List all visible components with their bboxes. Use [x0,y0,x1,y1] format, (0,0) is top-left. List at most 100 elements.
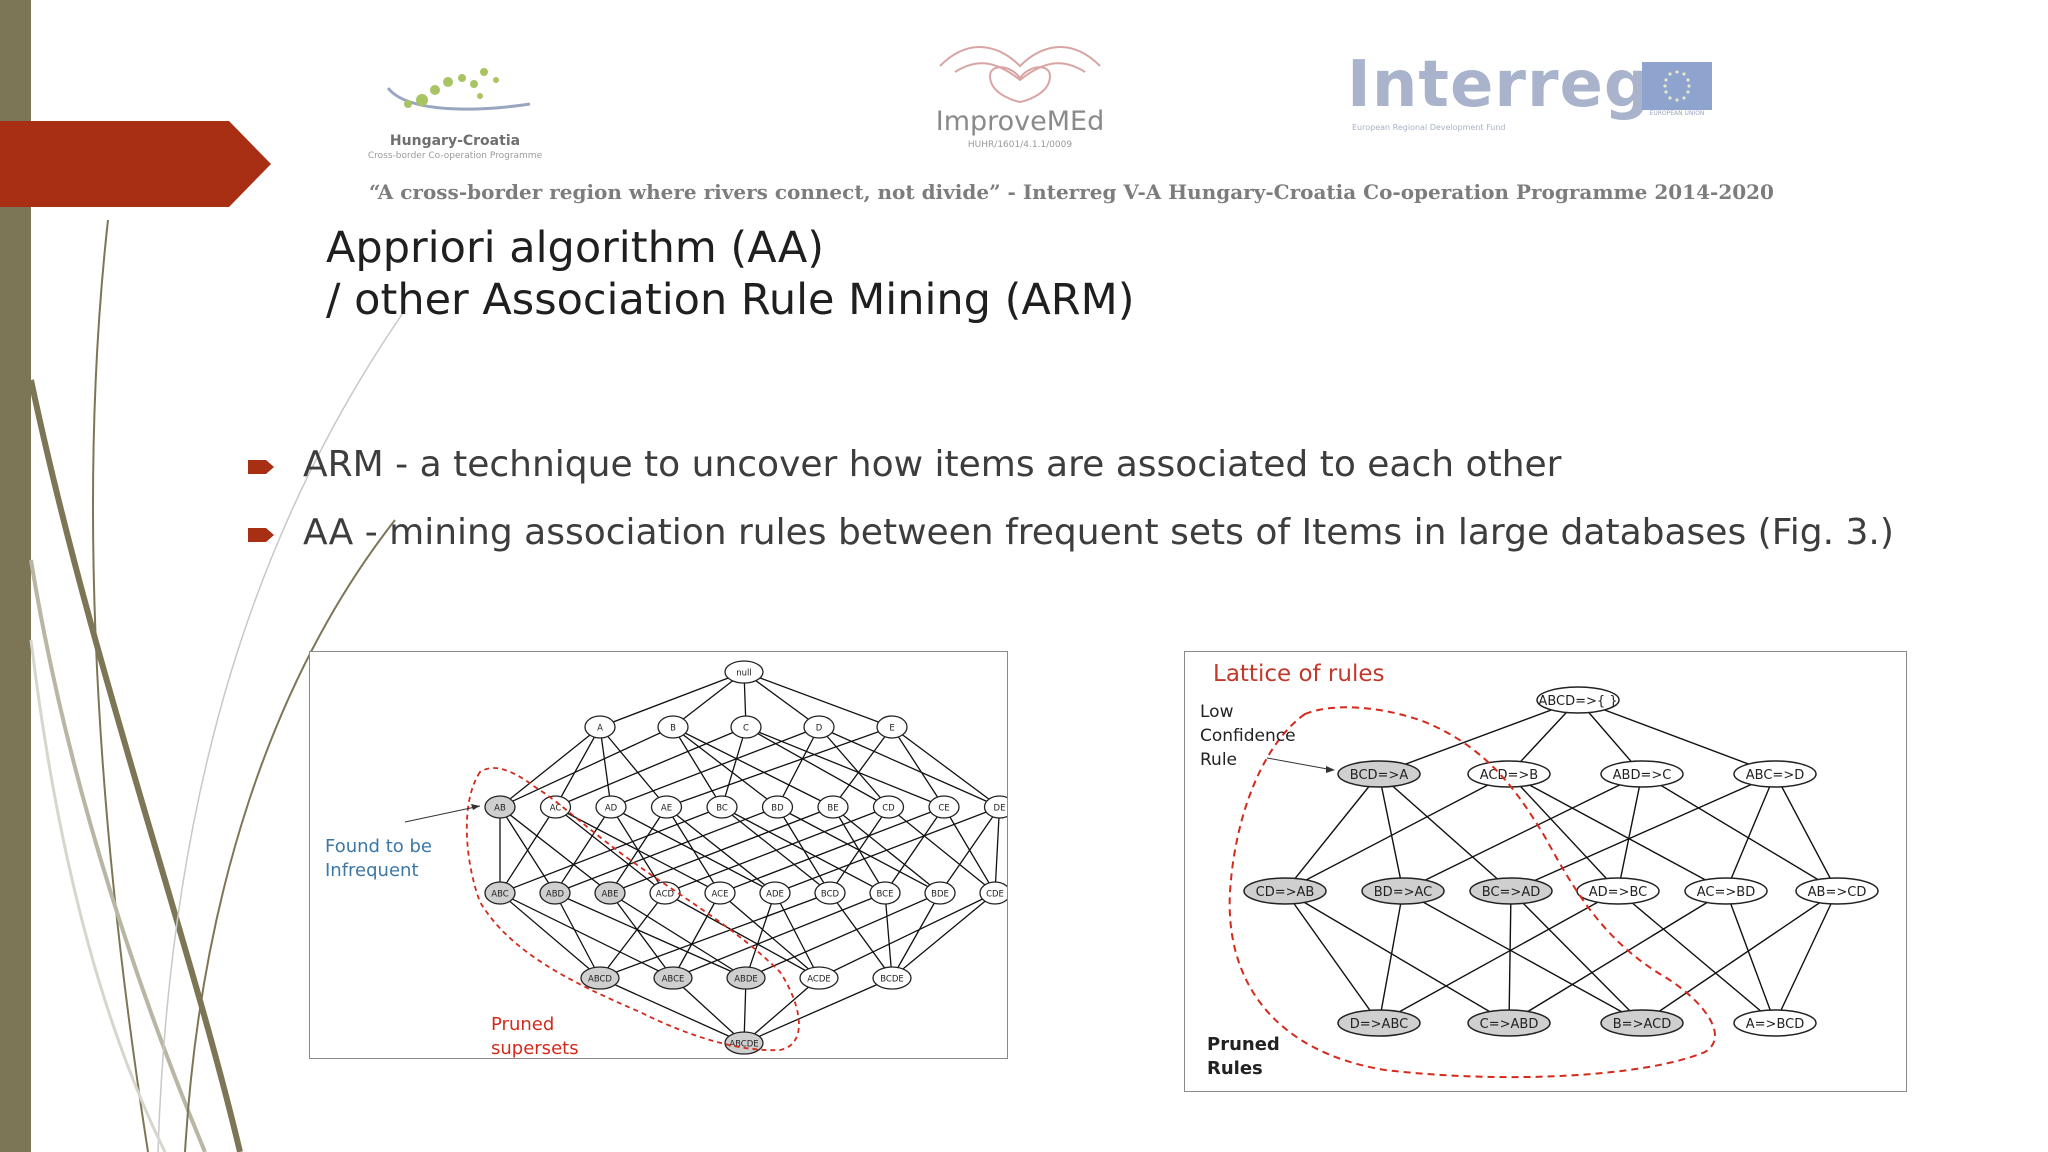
lattice-node-acd [649,881,681,905]
infrequent-annotation-arrow [404,805,481,823]
lattice-edge [666,726,893,808]
hungary-croatia-logo-name: Hungary-Croatia [389,133,521,149]
lattice-node-abd [539,881,571,905]
rule-edge [1641,890,1838,1024]
lattice-edge [745,726,889,808]
lattice-edge [554,806,612,894]
lattice-node-bd [761,795,794,819]
rule-edge [1284,773,1380,892]
lattice-edge [672,892,886,979]
rule-edge [1508,890,1512,1024]
rule-node-label-ab-to-cd: AB=>CD [1808,885,1867,900]
lattice-edge [743,671,820,728]
lattice-edge [609,892,747,979]
rule-node-ac-to-bd [1684,877,1768,905]
lattice-edge [818,726,889,808]
lattice-node-abc [484,881,516,905]
rule-edge [1725,773,1776,892]
lattice-edge [829,892,893,979]
lattice-edge [499,726,601,808]
lattice-edge [994,806,1001,894]
eu-flag-label: EUROPEAN UNION [1649,110,1705,117]
lattice-edge [891,892,941,979]
rule-node-ab-to-cd [1795,877,1879,905]
lattice-node-a [584,715,616,739]
lattice-edge [672,977,745,1044]
lattice-edge [599,726,612,808]
lattice-node-label-cd: CD [882,804,895,814]
low-confidence-arrowhead [1326,766,1335,773]
lattice-node-label-ac: AC [550,804,562,814]
lattice-node-abcd [580,966,620,990]
lattice-node-label-d: D [816,724,823,734]
annotation-infrequent-line-2: Infrequent [325,860,419,881]
lattice-node-abde [726,966,766,990]
lattice-node-be [817,795,849,819]
lattice-node-label-acd: ACD [656,890,675,900]
rule-edge [1510,773,1776,892]
rule-edge [1508,773,1727,892]
lattice-edge [888,806,996,894]
lattice-node-null [724,660,764,684]
rule-node-bc-to-ad [1469,877,1553,905]
lattice-node-bc [706,795,738,819]
rule-node-label-ad-to-bc: AD=>BC [1589,885,1647,900]
lattice-edge [672,726,834,808]
programme-tagline: “A cross-border region where rivers conn… [369,180,1774,204]
lattice-node-abe [594,881,626,905]
lattice-edge [745,892,941,979]
rule-edge [1402,773,1643,892]
lattice-edge [745,892,776,979]
rule-node-label-a-to-bcd: A=>BCD [1746,1017,1804,1032]
rule-node-label-abd-to-c: ABD=>C [1613,768,1672,783]
lattice-node-label-b: B [670,724,676,734]
lattice-node-label-abde: ABDE [734,975,758,985]
lattice-edge [599,892,831,979]
rule-edge [1641,773,1838,892]
lattice-node-label-a: A [597,724,603,734]
rule-edge [1617,773,1643,892]
lattice-edge [554,726,601,808]
rule-node-label-abcd-to-: ABCD=>{ } [1538,694,1617,709]
decor-curve-1 [91,219,149,1152]
rule-node-abd-to-c [1600,760,1684,788]
rule-edge [1378,773,1512,892]
interreg-logo-name: Interreg [1347,48,1651,122]
lattice-edge [884,892,893,979]
rule-node-a-to-bcd [1733,1009,1817,1037]
lattice-node-label-abcd: ABCD [588,975,612,985]
bullet-item-1: ARM - a technique to uncover how items a… [303,444,1562,485]
rule-node-label-b-to-acd: B=>ACD [1613,1017,1671,1032]
rule-node-label-acd-to-b: ACD=>B [1480,768,1538,783]
lattice-edge [664,806,889,894]
lattice-node-label-abd: ABD [546,890,565,900]
lattice-edge [609,892,674,979]
lattice-node-ade [759,881,791,905]
slide-title: Appriori algorithm (AA) / other Associat… [326,222,1135,326]
lattice-node-ae [650,795,683,819]
red-arrow-banner [0,121,271,207]
rule-node-acd-to-b [1467,760,1551,788]
rule-edge [1617,890,1776,1024]
lattice-edge [818,726,1000,808]
lattice-edge [499,806,723,894]
rule-edge [1378,890,1619,1024]
lattice-edge [499,726,674,808]
lattice-edge [776,806,831,894]
lattice-node-label-ce: CE [938,804,949,814]
lattice-node-cd [872,795,905,819]
infrequent-annotation-arrowhead [471,804,480,810]
lattice-edge [721,726,747,808]
annotation-pruned-line-1: Pruned [491,1014,554,1035]
lattice-edge [555,726,747,808]
rule-node-bd-to-ac [1361,877,1445,905]
rule-node-label-bd-to-ac: BD=>AC [1374,885,1432,900]
lattice-node-bde [924,881,956,905]
lattice-node-label-ae: AE [661,804,672,814]
lattice-node-label-bcd: BCD [821,890,840,900]
rule-edge [1378,890,1404,1024]
